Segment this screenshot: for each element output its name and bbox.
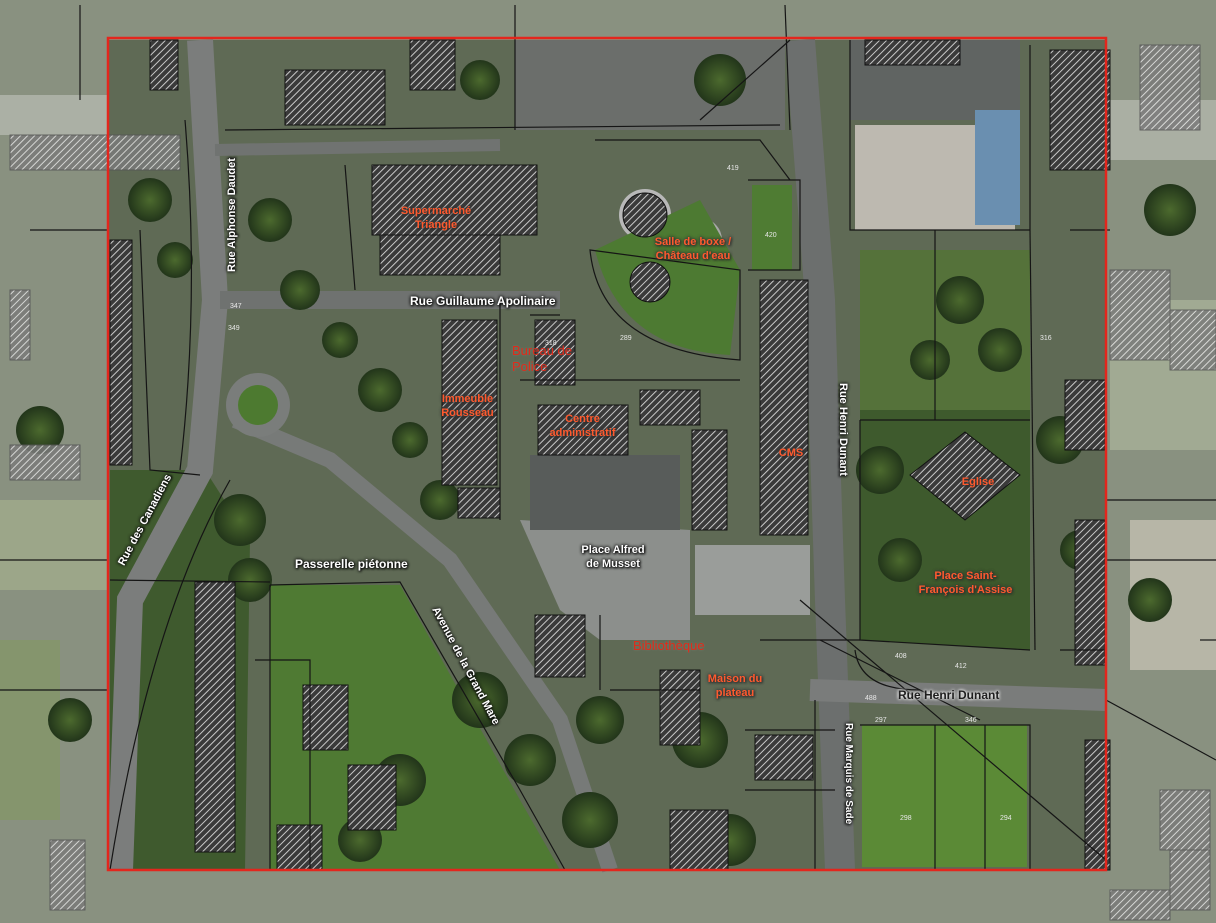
parcel-number: 347 (230, 303, 242, 310)
parcel-number: 420 (765, 232, 777, 239)
buildings (109, 39, 1111, 871)
parcel-number: 346 (965, 717, 977, 724)
parcel-number: 488 (865, 695, 877, 702)
parcel-number-labels: 298 297 346 294 488 412 408 347 349 318 … (228, 165, 1052, 822)
parcel-lines (0, 4, 1216, 871)
trees (16, 54, 1196, 866)
parcel-number: 318 (545, 340, 557, 347)
parcel-number: 412 (955, 663, 967, 670)
parcel-number: 419 (727, 165, 739, 172)
surfaces (107, 38, 1107, 873)
parcel-number: 289 (620, 335, 632, 342)
parcel-number: 298 (900, 815, 912, 822)
parcel-number: 297 (875, 717, 887, 724)
parcel-number: 349 (228, 325, 240, 332)
study-area-boundary (106, 36, 1108, 872)
parcel-number: 408 (895, 653, 907, 660)
outer-buildings (9, 44, 1216, 921)
parcel-number: 294 (1000, 815, 1012, 822)
parcel-number: 316 (1040, 335, 1052, 342)
